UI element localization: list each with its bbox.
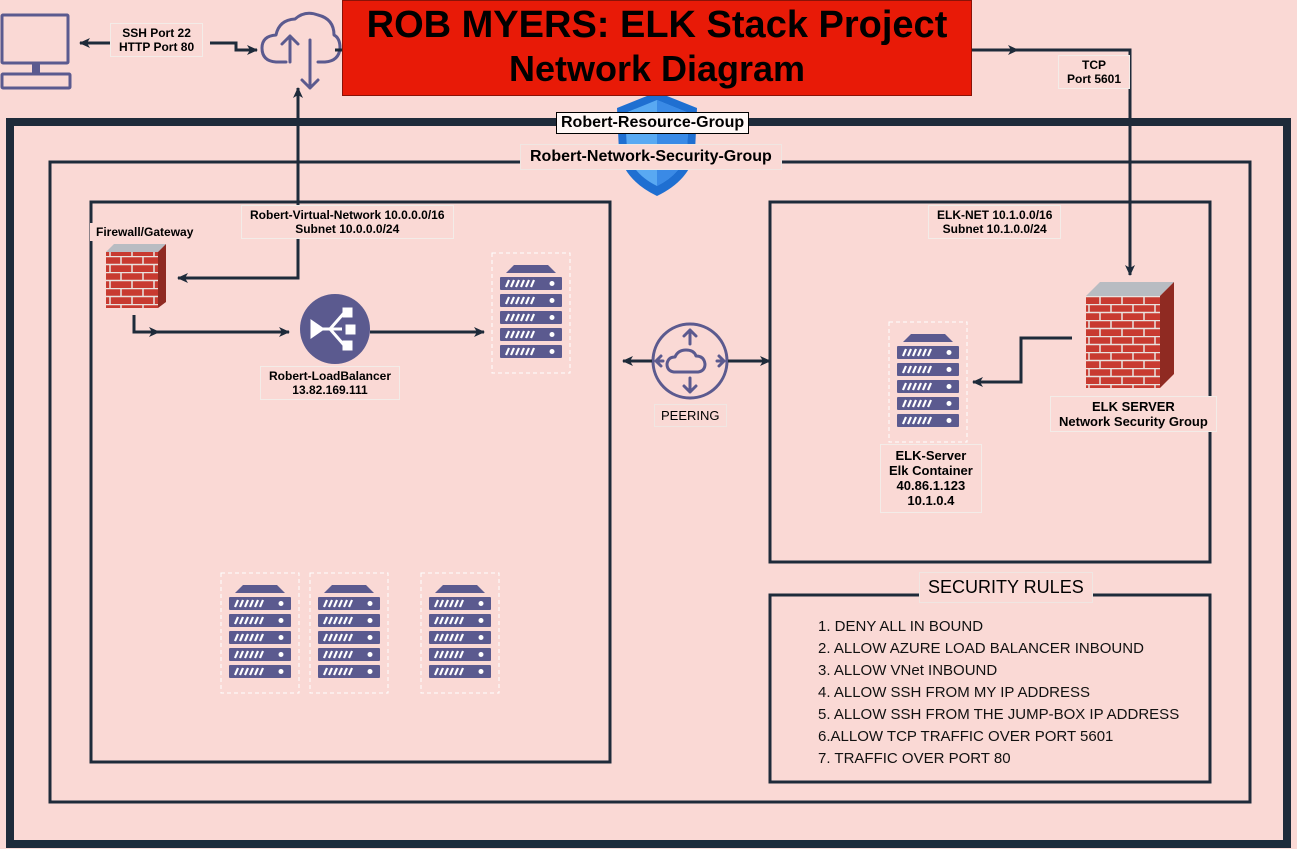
- http-port-text: HTTP Port 80: [119, 40, 195, 54]
- tcp-port-text: Port 5601: [1067, 72, 1122, 86]
- vnet-subnet-text: Subnet 10.0.0.0/24: [295, 222, 400, 236]
- arrow-firewall-lb-a: [132, 315, 160, 337]
- lb-name-text: Robert-LoadBalancer: [269, 369, 392, 383]
- cloud-upload-download-icon: [260, 11, 342, 90]
- security-rule-item: 6.ALLOW TCP TRAFFIC OVER PORT 5601: [818, 728, 1114, 745]
- server-rack-icon: [419, 571, 501, 695]
- ssh-port-text: SSH Port 22: [122, 26, 191, 40]
- arrow-nsg-elk: [972, 336, 1072, 387]
- security-rule-item: 4. ALLOW SSH FROM MY IP ADDRESS: [818, 684, 1091, 701]
- security-rule-item: 5. ALLOW SSH FROM THE JUMP-BOX IP ADDRES…: [818, 706, 1180, 723]
- security-rule-item: 3. ALLOW VNet INBOUND: [818, 662, 998, 679]
- server-rack-icon: [490, 251, 572, 375]
- elk-net-frame: [768, 200, 1212, 564]
- elk-container-type: Elk Container: [889, 463, 973, 478]
- security-rule-item: 7. TRAFFIC OVER PORT 80: [818, 750, 1011, 767]
- server-rack-icon: [308, 571, 390, 695]
- ssh-http-label: SSH Port 22 HTTP Port 80: [110, 23, 204, 57]
- elk-net-subnet-text: Subnet 10.1.0.0/24: [942, 222, 1047, 236]
- elk-container-private-ip: 10.1.0.4: [907, 493, 955, 508]
- title-line-1: ROB MYERS: ELK Stack Project: [366, 4, 948, 46]
- elk-container-public-ip: 40.86.1.123: [896, 478, 966, 493]
- vnet-range-text: Robert-Virtual-Network 10.0.0.0/16: [250, 208, 445, 222]
- tcp-text: TCP: [1082, 58, 1107, 72]
- arrow-to-cloud: [210, 41, 258, 55]
- elk-container-name: ELK-Server: [895, 448, 967, 463]
- arrow-cloud-firewall: [177, 110, 300, 283]
- elk-nsg-firewall-icon: [1086, 282, 1174, 388]
- elk-server-nsg-label: ELK SERVER Network Security Group: [1050, 396, 1217, 432]
- security-rules-list: 1. DENY ALL IN BOUND 2. ALLOW AZURE LOAD…: [818, 616, 1179, 770]
- security-rule-item: 2. ALLOW AZURE LOAD BALANCER INBOUND: [818, 640, 1144, 657]
- elk-server-rack-icon: [887, 320, 969, 444]
- load-balancer-label: Robert-LoadBalancer 13.82.169.111: [260, 366, 401, 400]
- elk-server-text: ELK SERVER: [1091, 399, 1175, 414]
- elk-container-label: ELK-Server Elk Container 40.86.1.123 10.…: [880, 444, 982, 513]
- arrow-tcp-down: [1018, 48, 1135, 276]
- diagram-title: ROB MYERS: ELK Stack Project Network Dia…: [342, 0, 972, 96]
- server-rack-icon: [219, 571, 301, 695]
- peering-router-icon: [651, 322, 729, 400]
- title-line-2: Network Diagram: [508, 48, 806, 89]
- firewall-label: Firewall/Gateway: [90, 223, 200, 241]
- peering-label: PEERING: [654, 404, 727, 427]
- resource-group-label: Robert-Resource-Group: [556, 112, 750, 134]
- security-rules-title: SECURITY RULES: [919, 572, 1093, 603]
- elk-nsg-text: Network Security Group: [1059, 414, 1208, 429]
- firewall-icon: [106, 244, 166, 308]
- elk-net-label: ELK-NET 10.1.0.0/16 Subnet 10.1.0.0/24: [928, 205, 1062, 239]
- lb-ip-text: 13.82.169.111: [292, 383, 368, 397]
- elk-net-range-text: ELK-NET 10.1.0.0/16: [937, 208, 1053, 222]
- load-balancer-icon: [300, 294, 370, 364]
- vnet-frame: [89, 200, 612, 764]
- monitor-icon: [0, 13, 72, 90]
- security-rule-item: 1. DENY ALL IN BOUND: [818, 618, 984, 635]
- tcp-port-label: TCP Port 5601: [1058, 55, 1131, 89]
- network-security-group-label: Robert-Network-Security-Group: [520, 144, 782, 170]
- vnet-label: Robert-Virtual-Network 10.0.0.0/16 Subne…: [241, 205, 454, 239]
